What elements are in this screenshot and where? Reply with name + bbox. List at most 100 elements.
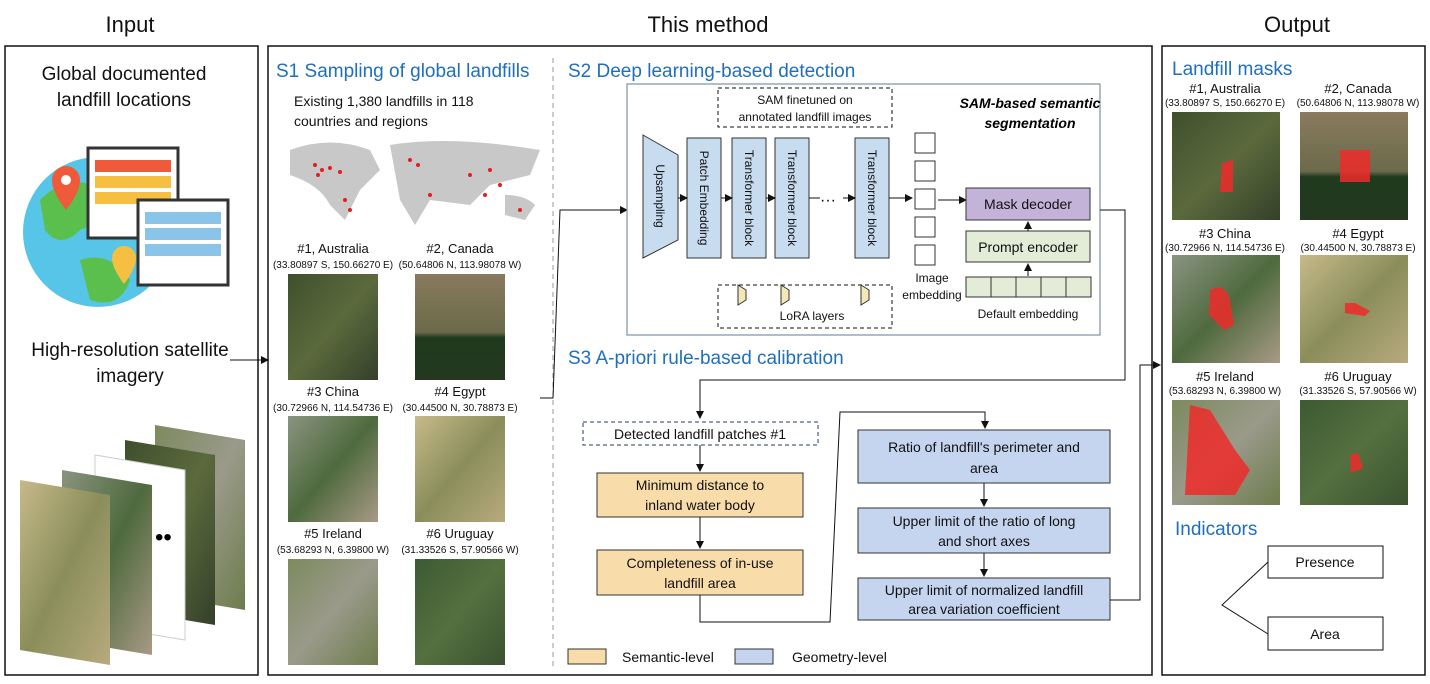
upsampling-block [642,134,679,259]
patch-embedding-label: Patch Embedding [697,151,711,246]
patch-embedding-block [686,137,722,259]
sample-coord: (53.68293 N, 6.39800 W) [277,545,389,556]
sample-coord: (53.68293 N, 6.39800 W) [1169,386,1281,397]
lora-adapters [737,284,870,306]
sample-name: #4 Egypt [434,384,486,399]
rule-text: and short axes [938,533,1030,549]
default-embedding-label: Default embedding [978,307,1079,321]
sample-name: #3 China [1199,226,1252,241]
image-embedding-tokens [914,132,936,266]
header-output: Output [1264,12,1330,37]
s3-title: S3 A-priori rule-based calibration [568,348,844,369]
landfill-mask [1209,287,1234,330]
image-embedding-line2: embedding [902,288,961,302]
sample-name: #3 China [307,384,360,399]
rule-variation-coefficient [857,577,1111,621]
legend-semantic-swatch [567,648,607,665]
sam-title-line1: SAM-based semantic [960,95,1101,111]
sample-name: #5 Ireland [304,526,362,541]
sam-finetuned-line1: SAM finetuned on [757,93,852,107]
rule-text: area [970,460,998,476]
sample-coord: (30.44500 N, 30.78873 E) [1300,243,1415,254]
sample-coord: (31.33526 S, 57.90566 W) [401,545,518,556]
legend-semantic-label: Semantic-level [622,649,714,665]
sample-name: #1, Australia [1189,81,1261,96]
indicator-area-box [1267,616,1384,651]
default-embedding-tokens [965,276,1092,298]
rule-min-distance [596,472,804,518]
rule-text: Minimum distance to [636,477,765,493]
sample-name: #2, Canada [426,241,494,256]
input-text-line3: High-resolution satellite [31,340,229,361]
lora-label: LoRA layers [780,309,845,323]
arrow-s2-to-s3 [696,209,1126,419]
sample-coord: (50.64806 N, 113.98078 W) [399,260,522,271]
ellipsis: ··· [820,192,836,209]
rule-completeness [596,549,804,596]
rule-text: Upper limit of normalized landfill [885,582,1083,598]
image-embedding-line1: Image [915,271,949,285]
rule-text: Completeness of in-use [626,555,773,571]
rule-text: Ratio of landfill's perimeter and [888,439,1080,455]
output-masks: #1, Australia (33.80897 S, 150.66270 E) … [1165,81,1419,505]
sam-finetuned-box [717,87,893,128]
header-input: Input [106,12,155,37]
sam-finetuned-line2: annotated landfill images [739,110,872,124]
rule-text: Upper limit of the ratio of long [893,513,1076,529]
indicator-area-label: Area [1310,626,1340,642]
transformer-label: Transformer block [865,150,879,247]
legend-geometry-swatch [734,648,774,665]
prompt-encoder-label: Prompt encoder [978,239,1078,255]
arrow-s1-to-s2 [540,206,628,399]
rule-text: landfill area [664,575,736,591]
input-text-line1: Global documented [42,64,207,85]
satellite-image-stack: •• [20,425,245,665]
world-map [290,141,540,225]
rule-axes-ratio [857,507,1111,554]
legend-geometry-label: Geometry-level [792,649,887,665]
sample-name: #4 Egypt [1332,226,1384,241]
input-text-line4: imagery [96,366,164,387]
mask-decoder-block [965,187,1091,221]
masks-title: Landfill masks [1172,59,1292,80]
landfill-mask [1350,453,1363,473]
output-panel [1161,45,1426,676]
lora-box [717,284,893,329]
input-text-line2: landfill locations [57,90,191,111]
sample-coord: (50.64806 N, 113.98078 W) [1297,98,1420,109]
upsampling-label: Upsampling [653,164,667,227]
detected-patches-label: Detected landfill patches #1 [614,426,786,442]
sample-coord: (30.44500 N, 30.78873 E) [402,403,517,414]
sample-name: #2, Canada [1324,81,1392,96]
sample-name: #5 Ireland [1196,369,1254,384]
indicator-branch [1221,561,1269,635]
satellite-image [415,274,505,380]
sample-coord: (33.80897 S, 150.66270 E) [273,260,393,271]
rule-text: inland water body [645,497,755,513]
globe-spreadsheet-icon [23,146,230,307]
s1-samples: #1, Australia (33.80897 S, 150.66270 E) … [273,241,521,665]
landfill-mask [1220,160,1233,192]
landfill-mask [1345,303,1370,316]
transformer-label: Transformer block [742,150,756,247]
satellite-image [415,559,505,665]
indicator-presence-label: Presence [1295,554,1354,570]
mask-decoder-label: Mask decoder [984,196,1072,212]
landfill-mask [1185,405,1250,495]
satellite-image [415,416,505,522]
rule-perimeter-area [857,429,1111,484]
ellipsis-dots: •• [155,524,172,551]
indicators-title: Indicators [1175,519,1257,540]
sample-coord: (31.33526 S, 57.90566 W) [1299,386,1416,397]
sample-name: #6 Uruguay [426,526,494,541]
sample-coord: (30.72966 N, 114.54736 E) [1165,243,1285,254]
sample-name: #6 Uruguay [1324,369,1392,384]
rule-text: area variation coefficient [908,601,1060,617]
s1-desc-line2: countries and regions [294,113,428,129]
satellite-image [288,559,378,665]
sample-name: #1, Australia [297,241,369,256]
arrow-method-to-output [1110,361,1161,601]
detected-patches-box [582,421,819,446]
transformer-block [774,137,810,259]
